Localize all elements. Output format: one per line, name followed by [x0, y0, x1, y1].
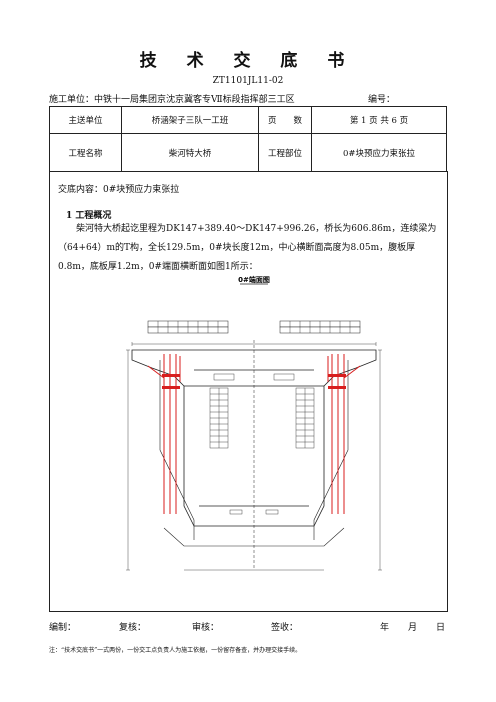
signer-label: 签收： [271, 623, 299, 633]
tendon-label-table-right [279, 320, 361, 334]
day-label: 日 [436, 623, 446, 633]
project-name-label: 工程名称 [49, 133, 122, 172]
overview-paragraph: 柴河特大桥起讫里程为DK147+389.40～DK147+996.26，桥长为6… [58, 224, 437, 272]
drawing-title: 0#端面图 [238, 275, 270, 284]
send-unit-value: 桥涵架子三队一工班 [121, 106, 259, 134]
tendon-label-table-left [147, 320, 229, 334]
document-title: 技 术 交 底 书 [139, 51, 357, 71]
section-markers [213, 373, 295, 515]
header-table: 主送单位 桥涵架子三队一工班 页 数 第 1 页 共 6 页 工程名称 柴河特大… [49, 106, 447, 172]
auditor-label: 审核： [192, 623, 220, 633]
cross-section-drawing: 0#端面图 [126, 275, 382, 571]
prestress-tendons [147, 354, 361, 514]
pages-label: 页 数 [258, 106, 312, 134]
dimension-lines [126, 342, 382, 571]
project-name-value: 柴河特大桥 [121, 133, 259, 172]
year-label: 年 [380, 623, 390, 633]
construction-unit: 施工单位：中铁十一局集团京沈京冀客专Ⅶ标段指挥部三工区 [49, 95, 295, 105]
serial-number-label: 编号： [368, 95, 396, 105]
compiler-label: 编制： [49, 623, 77, 633]
footer-note: 注：“技术交底书”一式两份，一份交工点负责人为施工依据，一份留存备查，并办理交接… [49, 647, 302, 654]
document-number: ZT1101JL11-02 [212, 76, 284, 86]
content-label: 交底内容：0#块预应力束张拉 [58, 185, 180, 195]
inner-tendon-table-left [209, 387, 229, 449]
web-outline [159, 360, 349, 547]
reviewer-label: 复核： [119, 623, 147, 633]
content-box [49, 171, 448, 612]
project-part-value: 0#块预应力束张拉 [311, 133, 447, 172]
section-title: 1 工程概况 [66, 211, 112, 221]
month-label: 月 [408, 623, 418, 633]
project-part-label: 工程部位 [258, 133, 312, 172]
inner-tendon-table-right [295, 387, 315, 449]
send-unit-label: 主送单位 [49, 106, 122, 134]
tendon-anchor-dots [162, 374, 346, 389]
pages-value: 第 1 页 共 6 页 [311, 106, 447, 134]
